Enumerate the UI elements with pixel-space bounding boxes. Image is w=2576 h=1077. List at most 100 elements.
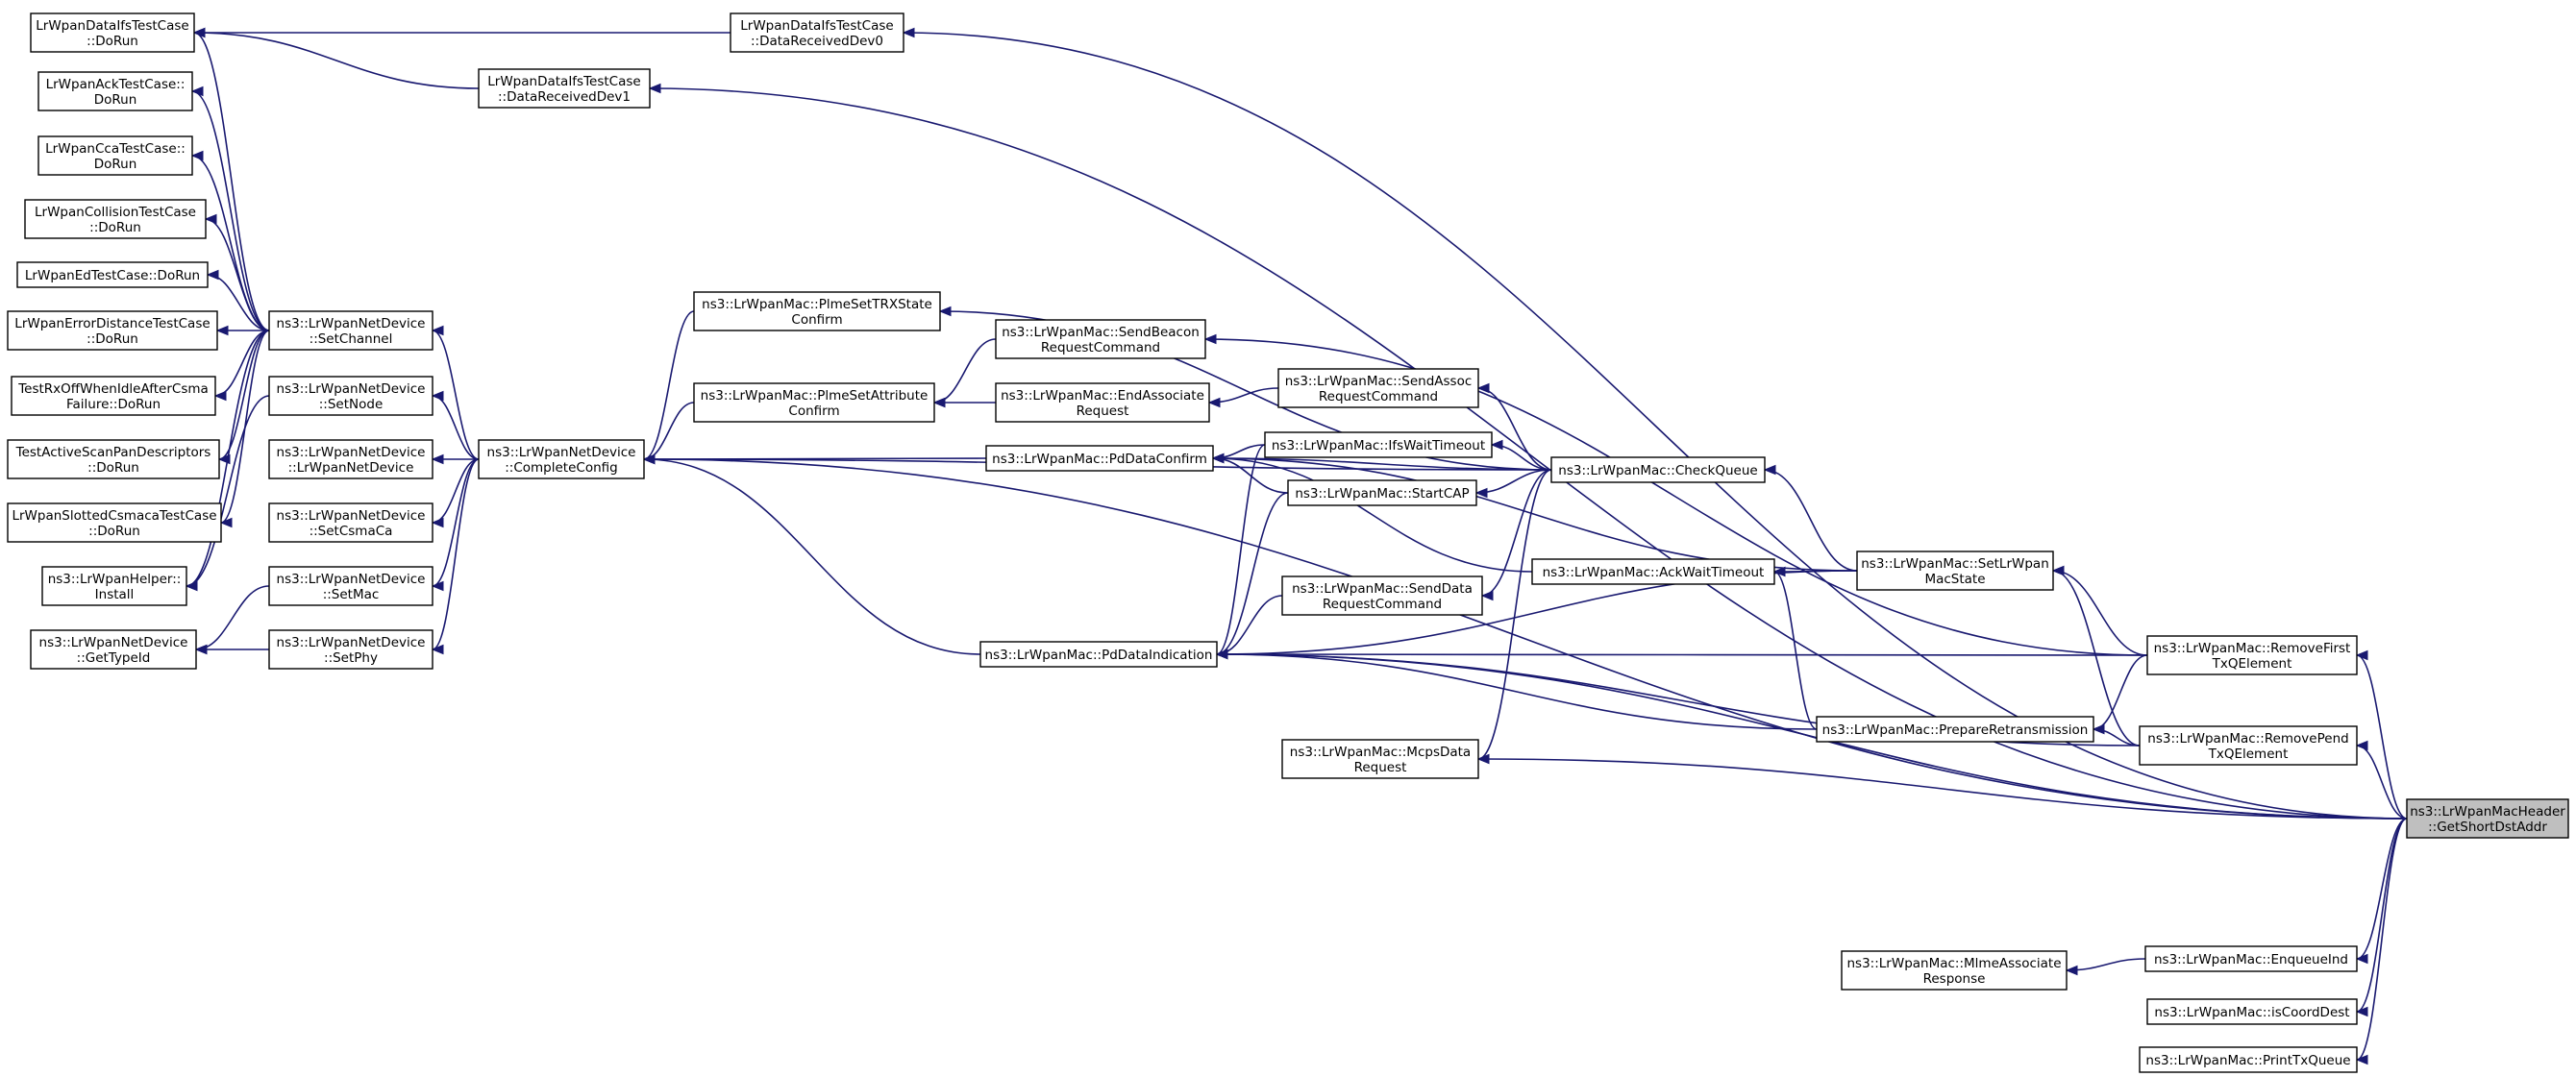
edge-line: [1216, 492, 1289, 655]
node-coll[interactable]: LrWpanCollisionTestCase::DoRun: [24, 199, 207, 239]
node-checkq[interactable]: ns3::LrWpanMac::CheckQueue: [1550, 456, 1766, 483]
node-scan[interactable]: TestActiveScanPanDescriptors::DoRun: [7, 439, 220, 479]
node-label: ns3::LrWpanMac::MlmeAssociate: [1847, 956, 2062, 971]
edge-line: [2356, 818, 2408, 1013]
edge-line: [1764, 469, 1858, 572]
node-box: [24, 199, 207, 239]
node-iscoord[interactable]: ns3::LrWpanMac::isCoordDest: [2146, 998, 2358, 1025]
edge-arrowhead: [431, 390, 444, 402]
node-dev1[interactable]: LrWpanDataIfsTestCase::DataReceivedDev1: [478, 68, 651, 109]
edge-line: [1477, 469, 1552, 760]
node-label: TxQElement: [2208, 747, 2289, 762]
node-box: [693, 291, 941, 331]
node-box: [730, 12, 904, 53]
edge-n_root-n_dev0: [902, 27, 2408, 820]
edge-line: [643, 310, 695, 460]
edge-n_complete-n_setnode: [431, 390, 480, 460]
edge-arrowhead: [431, 325, 444, 336]
edge-n_setchan-n_ack: [190, 86, 270, 331]
edge-line: [432, 330, 480, 460]
edge-arrowhead: [1207, 397, 1221, 408]
edge-line: [2356, 745, 2408, 820]
node-ctor[interactable]: ns3::LrWpanNetDevice::LrWpanNetDevice: [268, 439, 433, 479]
edge-arrowhead: [2355, 740, 2368, 751]
edge-line: [1216, 653, 2148, 656]
edge-arrowhead: [938, 306, 952, 317]
node-label: ::SetCsmaCa: [310, 524, 393, 539]
edge-line: [2066, 958, 2146, 971]
node-box: [2406, 798, 2569, 839]
node-box: [995, 319, 1206, 359]
node-box: [268, 439, 433, 479]
node-cca[interactable]: LrWpanCcaTestCase::DoRun: [37, 135, 193, 176]
edge-line: [2052, 570, 2148, 656]
edge-n_setchan-n_errd: [215, 325, 269, 336]
edge-n_trx-n_complete: [642, 310, 695, 465]
edge-n_root-n_enqind: [2355, 818, 2408, 965]
node-root[interactable]: ns3::LrWpanMacHeader::GetShortDstAddr: [2406, 798, 2569, 839]
node-label: ns3::LrWpanMac::PdDataIndication: [985, 648, 1213, 663]
node-setcsma[interactable]: ns3::LrWpanNetDevice::SetCsmaCa: [268, 502, 433, 543]
node-errd[interactable]: LrWpanErrorDistanceTestCase::DoRun: [7, 310, 218, 351]
node-setnode[interactable]: ns3::LrWpanNetDevice::SetNode: [268, 376, 433, 416]
edge-arrowhead: [1215, 649, 1228, 660]
edge-arrowhead: [932, 397, 946, 408]
node-label: ns3::LrWpanMac::SetLrWpan: [1861, 556, 2049, 572]
edge-n_sendassoc-n_endassoc: [1207, 387, 1279, 408]
node-helper[interactable]: ns3::LrWpanHelper::Install: [41, 566, 187, 606]
node-label: DoRun: [94, 157, 137, 172]
edge-line: [2356, 654, 2408, 820]
node-label: Confirm: [788, 404, 839, 419]
node-printtx[interactable]: ns3::LrWpanMac::PrintTxQueue: [2139, 1046, 2358, 1073]
edge-n_remfirst-n_prep: [2092, 654, 2148, 735]
edge-line: [1212, 457, 1533, 573]
node-ifswait[interactable]: ns3::LrWpanMac::IfsWaitTimeout: [1264, 431, 1493, 458]
edge-arrowhead: [431, 580, 444, 592]
node-ack[interactable]: LrWpanAckTestCase::DoRun: [37, 71, 193, 111]
node-label: ns3::LrWpanNetDevice: [277, 635, 426, 650]
edge-line: [186, 395, 270, 587]
node-box: [985, 445, 1214, 472]
node-enqind[interactable]: ns3::LrWpanMac::EnqueueInd: [2144, 945, 2358, 972]
edge-line: [191, 90, 270, 331]
node-gettype[interactable]: ns3::LrWpanNetDevice::GetTypeId: [30, 629, 197, 670]
edge-line: [649, 87, 2408, 820]
node-pdind[interactable]: ns3::LrWpanMac::PdDataIndication: [979, 641, 1218, 668]
node-dev0[interactable]: LrWpanDataIfsTestCase::DataReceivedDev0: [730, 12, 904, 53]
edge-n_complete-n_setchan: [431, 325, 480, 460]
node-prep[interactable]: ns3::LrWpanMac::PrepareRetransmission: [1816, 716, 2094, 743]
node-label: ns3::LrWpanNetDevice: [277, 508, 426, 524]
edge-n_setchan-n_ed: [206, 269, 270, 331]
node-startcap[interactable]: ns3::LrWpanMac::StartCAP: [1287, 479, 1477, 506]
node-box: [16, 261, 209, 288]
edge-arrowhead: [2092, 723, 2105, 735]
nodes-layer: ns3::LrWpanMacHeader::GetShortDstAddr LrW…: [7, 12, 2569, 1073]
node-label: ns3::LrWpanMac::RemoveFirst: [2154, 641, 2351, 656]
node-ifs-run[interactable]: LrWpanDataIfsTestCase::DoRun: [30, 12, 195, 53]
node-slot[interactable]: LrWpanSlottedCsmacaTestCase::DoRun: [7, 502, 222, 543]
node-pdconf[interactable]: ns3::LrWpanMac::PdDataConfirm: [985, 445, 1214, 472]
edge-arrowhead: [190, 150, 204, 161]
node-ackwait[interactable]: ns3::LrWpanMac::AckWaitTimeout: [1531, 558, 1775, 585]
edge-arrowhead: [2355, 649, 2368, 661]
node-setchan[interactable]: ns3::LrWpanNetDevice::SetChannel: [268, 310, 433, 351]
edge-n_root-n_remfirst: [2355, 649, 2408, 820]
node-ed[interactable]: LrWpanEdTestCase::DoRun: [16, 261, 209, 288]
edge-line: [186, 330, 270, 587]
node-setmac[interactable]: ns3::LrWpanNetDevice::SetMac: [268, 566, 433, 606]
node-label: RequestCommand: [1323, 597, 1442, 612]
node-setphy[interactable]: ns3::LrWpanNetDevice::SetPhy: [268, 629, 433, 670]
node-complete[interactable]: ns3::LrWpanNetDevice::CompleteConfig: [478, 439, 645, 479]
